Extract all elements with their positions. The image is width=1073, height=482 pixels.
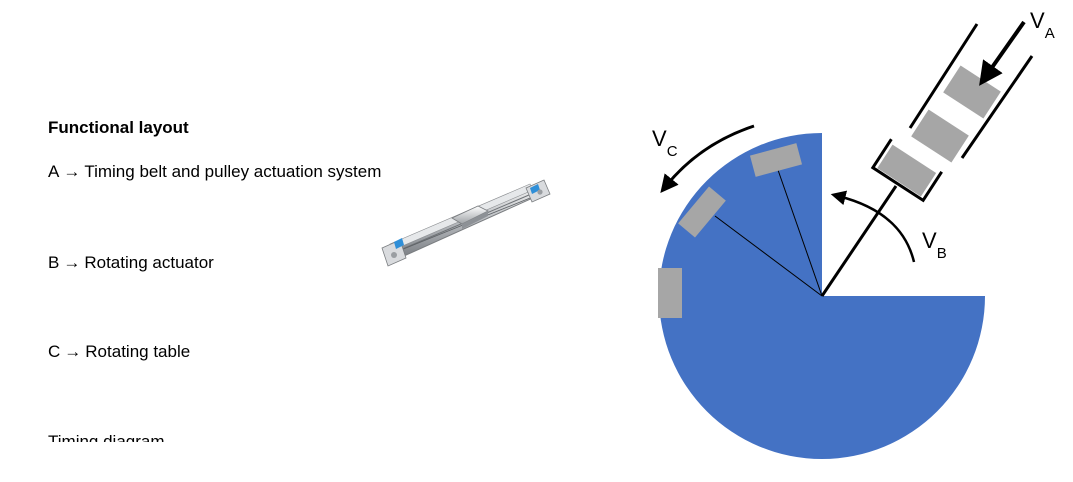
layout-item-a: A→Timing belt and pulley actuation syste… [48, 162, 381, 182]
table-divider-line [714, 215, 823, 297]
velocity-label-c: VC [652, 126, 678, 160]
velocity-label-a-sub: A [1045, 25, 1055, 42]
linear-actuator-image [381, 179, 551, 267]
table-part [658, 268, 682, 318]
functional-layout-heading: Functional layout [48, 118, 189, 137]
velocity-label-a: VA [1030, 8, 1055, 42]
velocity-arrow-c [660, 124, 755, 193]
velocity-label-b: VB [922, 228, 947, 262]
velocity-label-b-main: V [922, 228, 937, 253]
item-a-description: Timing belt and pulley actuation system [84, 162, 382, 181]
item-a-letter: A [48, 162, 60, 181]
item-c-letter: C [48, 342, 61, 361]
actuator-slide-block [451, 205, 489, 229]
item-b-letter: B [48, 253, 60, 272]
belt-feeder-channel [908, 23, 1034, 159]
layout-item-b: B→Rotating actuator [48, 253, 214, 273]
item-b-description: Rotating actuator [84, 253, 214, 272]
feeder-part [911, 109, 969, 163]
functional-layout-text: Functional layout A→Timing belt and pull… [48, 0, 468, 482]
machine-diagram: VA VB VC [652, 8, 1055, 459]
rotating-actuator-arm [820, 185, 898, 297]
velocity-label-a-main: V [1030, 8, 1045, 33]
table-part [678, 186, 726, 238]
right-arrow-icon: → [63, 253, 81, 272]
right-arrow-icon: → [63, 162, 81, 181]
feeder-parts [911, 65, 1001, 163]
actuator-end-cap-right [525, 179, 551, 203]
table-part [749, 143, 803, 177]
velocity-arrow-b [830, 190, 916, 263]
actuator-end-cap-left [381, 238, 407, 267]
feeder-part [943, 65, 1001, 119]
gripper [870, 138, 943, 203]
velocity-label-b-sub: B [937, 245, 947, 262]
item-c-description: Rotating table [85, 342, 191, 361]
velocity-label-c-main: V [652, 126, 667, 151]
table-divider-line [777, 169, 823, 297]
layout-item-c: C→Rotating table [48, 342, 190, 362]
velocity-label-c-sub: C [667, 143, 678, 160]
cut-off-heading-text: Timing diagram [48, 432, 165, 442]
cut-off-heading: Timing diagram [48, 432, 165, 442]
velocity-arrow-a [979, 20, 1026, 86]
right-arrow-icon: → [64, 342, 82, 361]
